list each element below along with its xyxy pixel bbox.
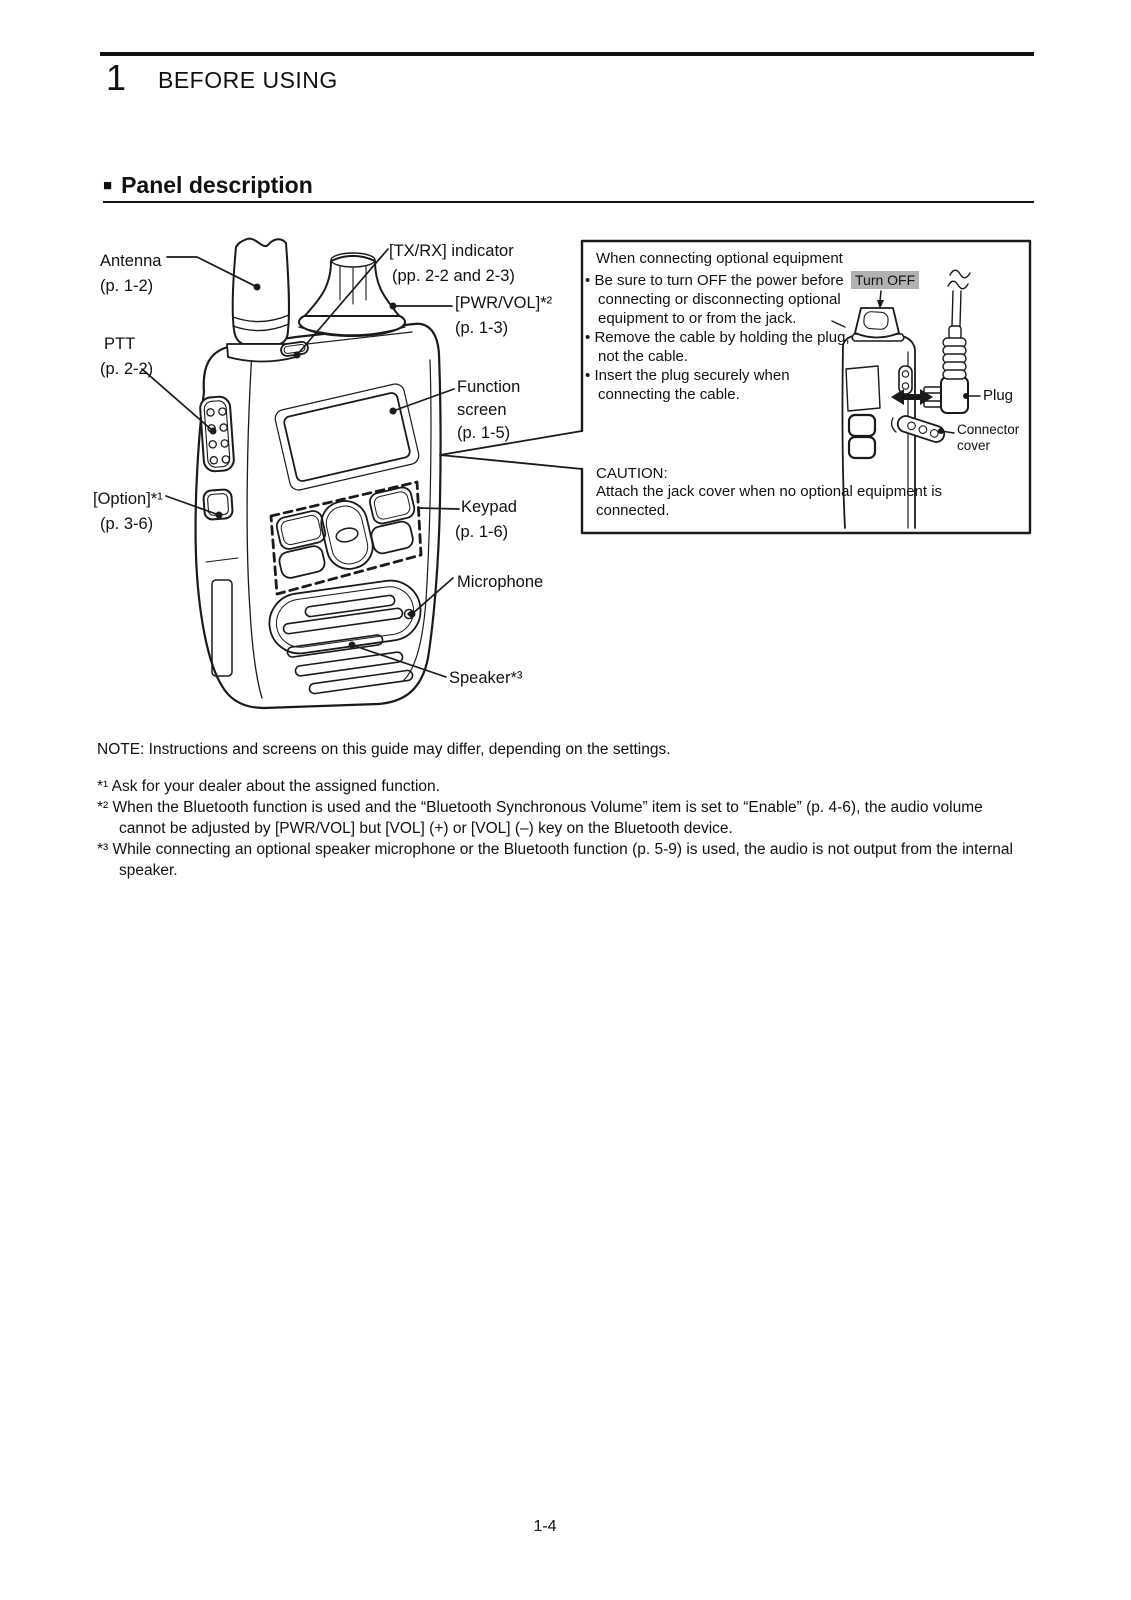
- section-rule: [103, 201, 1034, 203]
- note-text: NOTE: Instructions and screens on this g…: [97, 741, 671, 758]
- label-antenna: Antenna (p. 1-2): [100, 252, 162, 295]
- sidebox-bullet-list: • Be sure to turn OFF the power before c…: [585, 271, 853, 404]
- connector-cover-shape: [896, 415, 946, 443]
- label-pwrvol: [PWR/VOL]*² (p. 1-3): [455, 294, 553, 337]
- label-keypad: Keypad (p. 1-6): [455, 498, 517, 541]
- closeup-clip-shape: [847, 413, 877, 460]
- turn-off-pointer: [877, 290, 884, 309]
- sidebox-bullet: • Be sure to turn OFF the power before c…: [585, 272, 844, 327]
- screen-shape: [274, 383, 420, 491]
- microphone-callout-line: [411, 577, 454, 615]
- sidebox-title: When connecting optional equipment: [596, 250, 843, 267]
- closeup-jack-shape: [898, 365, 913, 395]
- chapter-title: BEFORE USING: [158, 67, 338, 93]
- plug-shape: [923, 376, 969, 414]
- side-face-line: [246, 351, 263, 699]
- footnote-3: *³ While connecting an optional speaker …: [97, 841, 1013, 879]
- mini-label-pointers: [938, 393, 981, 434]
- connector-cover-label: Connector cover: [957, 422, 1020, 453]
- callout-dots: [209, 283, 416, 649]
- txrx-callout-line: [296, 248, 389, 356]
- keypad-shape: [269, 480, 423, 596]
- option-callout-line: [165, 495, 220, 516]
- antenna-shape: [226, 237, 298, 363]
- section-heading: ■ Panel description: [103, 172, 313, 199]
- keypad-callout-line: [417, 507, 460, 510]
- label-option: [Option]*¹ (p. 3-6): [93, 490, 163, 533]
- footnotes: *¹ Ask for your dealer about the assigne…: [97, 776, 1027, 881]
- closeup-body-right-edge: [895, 333, 916, 529]
- ptt-callout-line: [141, 368, 214, 432]
- volume-knob-shape: [298, 252, 406, 337]
- label-microphone: Microphone: [457, 573, 544, 591]
- antenna-callout-line: [166, 256, 258, 288]
- caution-title: CAUTION:: [596, 465, 668, 482]
- radio-body-outline: [194, 322, 442, 710]
- label-speaker: Speaker*³: [449, 669, 523, 687]
- caution-text: Attach the jack cover when no optional e…: [596, 483, 943, 519]
- sidebox-border: [580, 239, 1032, 535]
- label-txrx: [TX/RX] indicator (pp. 2-2 and 2-3): [389, 242, 515, 285]
- speaker-callout-line: [351, 644, 447, 678]
- sidebox-frame: [439, 239, 1032, 535]
- section-marker-icon: ■: [103, 177, 113, 194]
- main-radio-illustration: [194, 237, 442, 710]
- function-screen-callout-line: [392, 388, 455, 412]
- callout-lines: [141, 248, 460, 678]
- sidebox-pointer-wedge: [439, 430, 583, 470]
- double-arrow-icon: [891, 389, 933, 405]
- closeup-body-left-edge: [841, 344, 846, 529]
- sidebox-bullet: • Remove the cable by holding the plug, …: [585, 329, 850, 365]
- ptt-button-shape: [199, 395, 235, 473]
- connection-closeup: [831, 269, 981, 529]
- page-number: 1-4: [533, 1518, 557, 1535]
- closeup-knob-shape: [851, 307, 905, 342]
- sidebox-bullet: • Insert the plug securely when connecti…: [585, 367, 790, 403]
- footnote-1: *¹ Ask for your dealer about the assigne…: [97, 778, 440, 795]
- top-rule: [100, 52, 1034, 56]
- section-title: Panel description: [121, 172, 313, 198]
- turn-off-label: Turn OFF: [851, 271, 920, 289]
- footnote-2: *² When the Bluetooth function is used a…: [97, 799, 983, 837]
- chapter-number: 1: [106, 57, 127, 98]
- diagram-artwork: [141, 237, 1032, 710]
- plug-label: Plug: [983, 387, 1014, 404]
- closeup-screen-hint: [845, 365, 881, 412]
- label-function-screen: Function screen (p. 1-5): [457, 378, 521, 442]
- label-ptt: PTT (p. 2-2): [100, 335, 154, 378]
- cable-shape: [942, 269, 971, 380]
- belt-clip-shape: [211, 579, 233, 677]
- keypad-dashed-outline: [269, 480, 423, 596]
